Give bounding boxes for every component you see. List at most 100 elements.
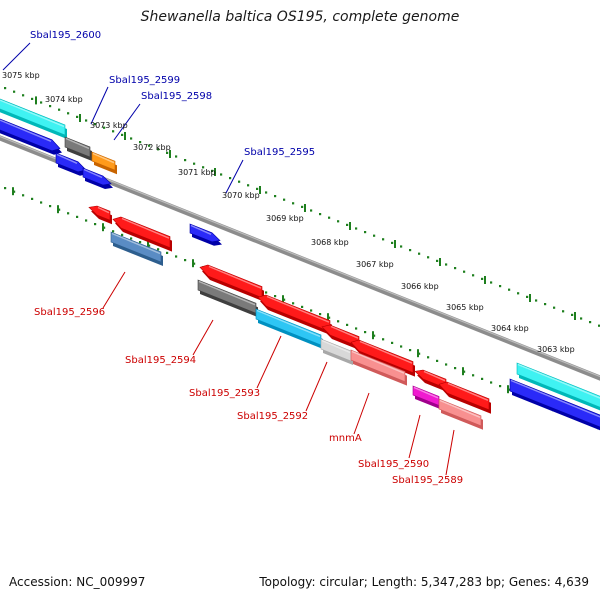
tick-dot	[202, 166, 205, 169]
tick-dot	[148, 244, 151, 247]
tick-dot	[310, 209, 313, 212]
tick-dot	[4, 87, 7, 90]
tick-dot	[94, 223, 97, 226]
tick-dot	[490, 281, 493, 284]
gene-label: Sbal195_2593	[189, 388, 260, 399]
tick-dot	[130, 137, 133, 140]
gene-feature-red	[199, 264, 263, 299]
gene-leader-line	[113, 103, 141, 141]
gene-feature-red	[350, 339, 414, 374]
tick-dot	[103, 226, 106, 229]
tick-dot	[40, 201, 43, 204]
gene-leader-line	[225, 159, 244, 194]
tick-dot	[31, 197, 34, 200]
gene-feature-highlight	[256, 309, 321, 338]
tick-dot	[328, 216, 331, 219]
tick-dot	[166, 151, 169, 154]
tick-dot	[301, 305, 304, 308]
gene-label: Sbal195_2598	[141, 91, 212, 102]
gene-feature-orange	[91, 151, 116, 171]
tick-dot	[157, 248, 160, 251]
scale-label: 3069 kbp	[266, 214, 304, 223]
gene-feature-lightgray	[320, 338, 352, 362]
tick-dot	[391, 341, 394, 344]
tick-dot	[445, 263, 448, 266]
tick-dot	[598, 324, 600, 327]
scale-label: 3073 kbp	[90, 121, 128, 130]
gene-label: Sbal195_2600	[30, 30, 101, 41]
scale-label: 3068 kbp	[311, 238, 349, 247]
gene-leader-line	[353, 392, 370, 435]
tick-dot	[112, 230, 115, 233]
tick-dot	[355, 327, 358, 330]
tick-dot	[355, 227, 358, 230]
gene-feature-highlight	[351, 350, 405, 374]
tick-dot	[427, 356, 430, 359]
gene-feature-highlight	[92, 152, 115, 164]
tick-dot	[229, 177, 232, 180]
tick-dot	[580, 317, 583, 320]
tick-dot	[463, 370, 466, 373]
tick-dot	[265, 191, 268, 194]
map-title: Shewanella baltica OS195, complete genom…	[140, 9, 460, 25]
gene-label: Sbal195_2595	[244, 147, 315, 158]
genome-summary-text: Topology: circular; Length: 5,347,283 bp…	[259, 575, 589, 589]
scale-label: 3064 kbp	[491, 324, 529, 333]
gene-label: Sbal195_2592	[237, 411, 308, 422]
gene-feature-blue	[55, 152, 87, 173]
tick-dot	[301, 205, 304, 208]
tick-dot	[409, 249, 412, 252]
gene-feature-red	[88, 205, 111, 221]
label-leader-lines	[2, 42, 455, 476]
gene-feature-blue	[82, 167, 112, 186]
tick-dot	[535, 299, 538, 302]
gene-leader-line	[305, 361, 328, 412]
gene-feature-highlight	[83, 168, 103, 179]
scale-label: 3074 kbp	[45, 95, 83, 104]
tick-dot	[76, 215, 79, 218]
tick-dot	[319, 213, 322, 216]
tick-dot	[283, 298, 286, 301]
tick-dot	[490, 381, 493, 384]
tick-dot	[373, 334, 376, 337]
tick-dot	[193, 162, 196, 165]
tick-dot	[508, 288, 511, 291]
gene-label: Sbal195_2594	[125, 355, 196, 366]
tick-dot	[589, 321, 592, 324]
gene-feature-highlight	[439, 399, 481, 418]
tick-dot	[526, 295, 529, 298]
tick-dot	[112, 130, 115, 133]
gene-feature-highlight	[56, 153, 78, 164]
gene-label: Sbal195_2599	[109, 75, 180, 86]
gene-leader-line	[445, 429, 455, 476]
tick-dot	[220, 173, 223, 176]
gene-features	[0, 98, 600, 431]
gene-feature-highlight	[510, 379, 600, 418]
tick-dot	[562, 310, 565, 313]
tick-dot	[85, 219, 88, 222]
tick-dot	[94, 123, 97, 126]
tick-dot	[67, 212, 70, 215]
tick-dot	[175, 155, 178, 158]
gene-feature-highlight	[190, 224, 212, 235]
gene-feature-blue	[509, 378, 600, 428]
tick-dot	[382, 338, 385, 341]
tick-dot	[328, 316, 331, 319]
tick-dot	[58, 108, 61, 111]
tick-dot	[40, 101, 43, 104]
tick-dot	[472, 274, 475, 277]
tick-dot	[184, 259, 187, 262]
gene-feature-highlight	[266, 295, 330, 323]
tick-dot	[445, 363, 448, 366]
scale-label: 3065 kbp	[446, 303, 484, 312]
tick-dot	[13, 190, 16, 193]
scale-label: 3075 kbp	[2, 71, 40, 80]
gene-feature-salmon	[438, 398, 482, 427]
tick-dot	[274, 295, 277, 298]
tick-dot	[508, 388, 511, 391]
gene-feature-red	[414, 369, 447, 389]
gene-label: Sbal195_2596	[34, 307, 105, 318]
scale-label: 3066 kbp	[401, 282, 439, 291]
gene-feature-highlight	[0, 99, 65, 128]
